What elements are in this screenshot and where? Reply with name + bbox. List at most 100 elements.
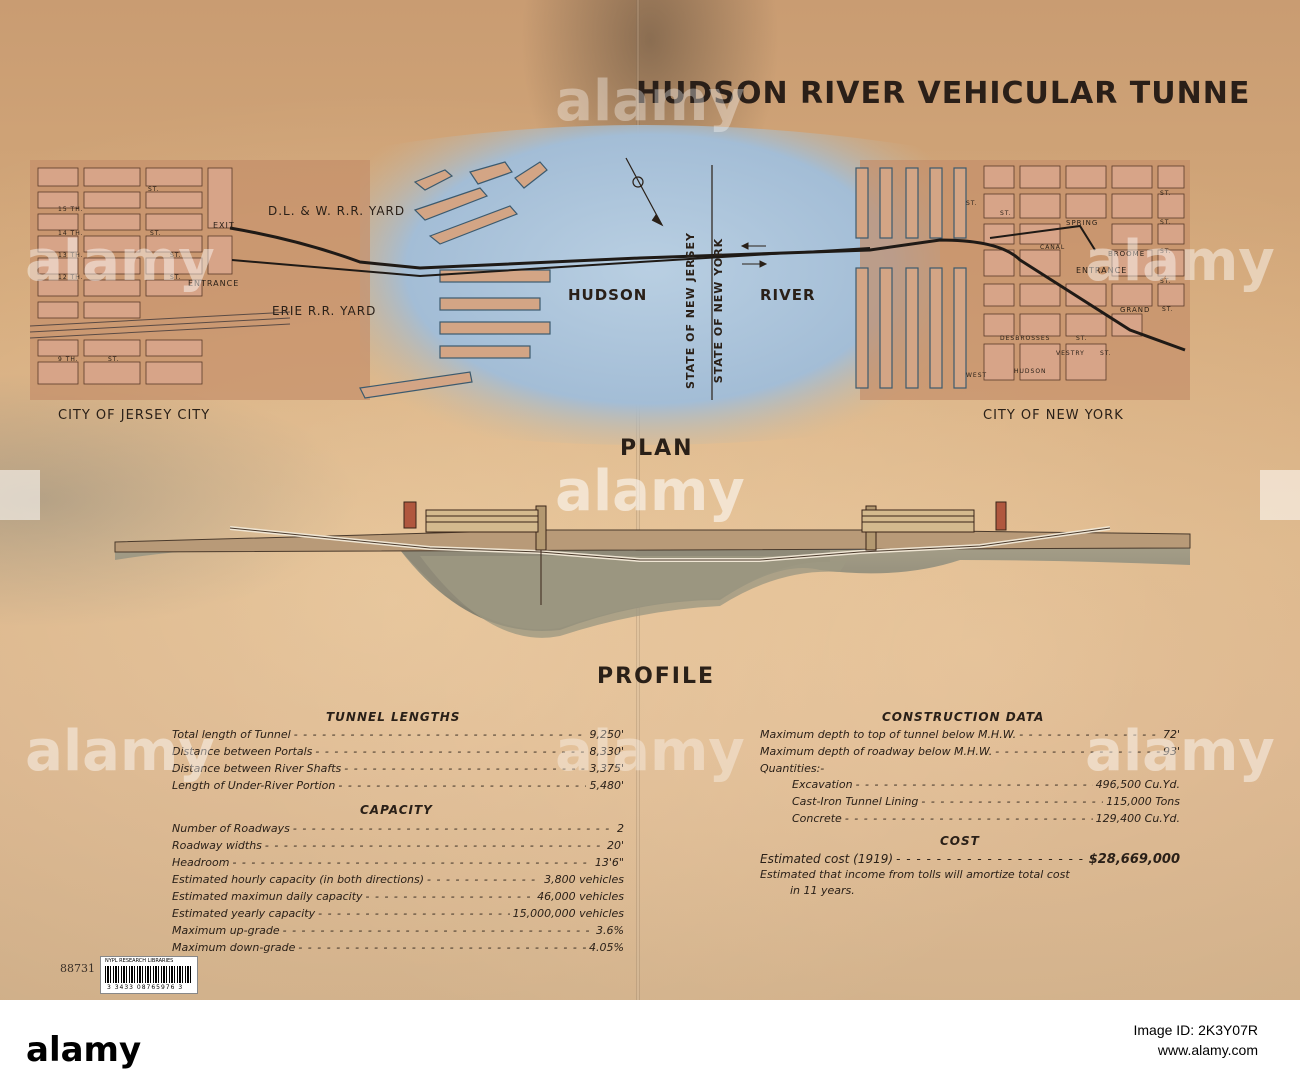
row-label: Concrete	[792, 812, 842, 825]
capacity-row: Estimated yearly capacity15,000,000 vehi…	[172, 907, 624, 920]
cost-note-line1: Estimated that income from tolls will am…	[760, 868, 1070, 881]
row-value: 115,000 Tons	[1106, 795, 1180, 808]
row-value: 2	[617, 822, 624, 835]
ny-street-label: ST.	[1160, 278, 1172, 285]
profile-drawing	[114, 501, 1191, 638]
tunnel-lengths-heading: TUNNEL LENGTHS	[326, 710, 461, 724]
row-label: Estimated hourly capacity (in both direc…	[172, 873, 425, 886]
map-sheet: HUDSON RIVER VEHICULAR TUNNE	[0, 0, 1300, 1000]
construction-row: Maximum depth to top of tunnel below M.H…	[760, 728, 1180, 741]
row-value: 20'	[606, 839, 624, 852]
nj-street-label: ST.	[108, 356, 120, 363]
ny-street-label: ST.	[1076, 335, 1088, 342]
ny-ventilation-tower	[995, 501, 1007, 531]
ny-street-label: ST.	[1160, 219, 1172, 226]
flow-arrows-icon	[740, 242, 768, 268]
nj-ventilation-tower	[403, 501, 417, 529]
row-label: Distance between River Shafts	[172, 762, 342, 775]
row-label: Maximum depth of roadway below M.H.W.	[760, 745, 993, 758]
ny-street-label: HUDSON	[1014, 368, 1047, 375]
capacity-row: Maximum up-grade3.6%	[172, 924, 624, 937]
nj-street-label: ST.	[170, 274, 182, 281]
new-york-street-grid	[983, 165, 1185, 381]
row-value: 496,500 Cu.Yd.	[1095, 778, 1180, 791]
ny-street-label: CANAL	[1040, 244, 1066, 251]
ny-street-label: ST.	[966, 200, 978, 207]
quantity-row: Excavation496,500 Cu.Yd.	[792, 778, 1180, 791]
cost-note: Estimated that income from tolls will am…	[760, 868, 1070, 881]
nj-entrance-label: ENTRANCE	[188, 279, 240, 288]
nj-exit-label: EXIT	[213, 221, 235, 230]
nj-street-label: ST.	[150, 230, 162, 237]
ny-street-label: GRAND	[1120, 306, 1151, 314]
hudson-label: HUDSON	[568, 286, 648, 304]
state-nj-label: STATE OF NEW JERSEY	[683, 232, 697, 389]
ny-street-label: VESTRY	[1056, 350, 1085, 357]
ny-street-label: ST.	[1100, 350, 1112, 357]
row-value: 46,000 vehicles	[537, 890, 624, 903]
row-value: 8,330'	[589, 745, 624, 758]
jersey-city-street-grid	[37, 167, 233, 385]
row-value: 3,800 vehicles	[544, 873, 624, 886]
cost-heading: COST	[940, 834, 980, 848]
row-value: 5,480'	[589, 779, 624, 792]
quantity-row: Cast-Iron Tunnel Lining 115,000 Tons	[792, 795, 1180, 808]
row-value: 13'6"	[594, 856, 624, 869]
capacity-row: Maximum down-grade4.05%	[172, 941, 624, 954]
new-york-piers	[855, 167, 967, 389]
row-label: Headroom	[172, 856, 230, 869]
stock-source[interactable]: www.alamy.com	[1157, 1042, 1258, 1058]
row-label: Estimated maximun daily capacity	[172, 890, 363, 903]
map-title: HUDSON RIVER VEHICULAR TUNNE	[636, 76, 1251, 111]
cost-note-line2: in 11 years.	[790, 884, 855, 897]
cost-row: Estimated cost (1919)$28,669,000	[760, 852, 1180, 867]
rail-lines	[29, 311, 291, 339]
barcode-top-text: NYPL RESEARCH LIBRARIES	[105, 958, 174, 964]
row-label: Number of Roadways	[172, 822, 290, 835]
profile-heading: PROFILE	[597, 664, 716, 689]
row-label: Distance between Portals	[172, 745, 313, 758]
river-label: RIVER	[760, 286, 816, 304]
ny-street-label: BROOME	[1108, 250, 1146, 258]
capacity-row: Estimated maximun daily capacity 46,000 v…	[172, 890, 624, 903]
ny-street-label: ST.	[1160, 248, 1172, 255]
nj-street-label: 13 TH.	[58, 252, 84, 259]
barcode-bars-icon	[105, 966, 193, 983]
tunnel-lengths-row: Total length of Tunnel 9,250'	[172, 728, 624, 741]
capacity-row: Headroom 13'6"	[172, 856, 624, 869]
jersey-city-label: CITY OF JERSEY CITY	[58, 408, 211, 423]
quantity-row: Concrete129,400 Cu.Yd.	[792, 812, 1180, 825]
ny-entrance-label: ENTRANCE	[1076, 266, 1128, 275]
quantities-label-text: Quantities:-	[760, 762, 825, 775]
nj-street-label: 15 TH.	[58, 206, 84, 213]
hudson-river-water	[360, 125, 940, 445]
row-label: Maximum depth to top of tunnel below M.H…	[760, 728, 1017, 741]
row-label: Total length of Tunnel	[172, 728, 291, 741]
stock-logo[interactable]: alamy	[26, 1030, 142, 1070]
ny-street-label: ST.	[1000, 210, 1012, 217]
new-york-label: CITY OF NEW YORK	[983, 408, 1124, 423]
row-value: 15,000,000 vehicles	[512, 907, 624, 920]
tunnel-lengths-row: Distance between Portals 8,330'	[172, 745, 624, 758]
construction-row: Maximum depth of roadway below M.H.W.93'	[760, 745, 1180, 758]
nj-street-label: ST.	[148, 186, 160, 193]
plan-heading: PLAN	[620, 436, 694, 461]
ny-street-label: SPRING	[1066, 219, 1099, 227]
row-value: 9,250'	[589, 728, 624, 741]
nj-street-label: ST.	[170, 252, 182, 259]
erie-yard-label: ERIE R.R. YARD	[272, 304, 377, 318]
image-id: Image ID: 2K3Y07R	[1133, 1022, 1258, 1038]
capacity-row: Number of Roadways 2	[172, 822, 624, 835]
ny-street-label: ST.	[1162, 306, 1174, 313]
plan-map	[29, 125, 1191, 638]
ny-street-label: DESBROSSES	[1000, 335, 1051, 342]
ny-street-label: ST.	[1160, 190, 1172, 197]
row-label: Cast-Iron Tunnel Lining	[792, 795, 919, 808]
row-value: 4.05%	[589, 941, 624, 954]
dlw-yard-label: D.L. & W. R.R. YARD	[268, 204, 406, 218]
row-label: Roadway widths	[172, 839, 262, 852]
ny-pier-shed	[861, 509, 975, 533]
row-value: 3,375'	[589, 762, 624, 775]
cost-note: in 11 years.	[790, 884, 855, 897]
tunnel-lengths-row: Length of Under-River Portion5,480'	[172, 779, 624, 792]
